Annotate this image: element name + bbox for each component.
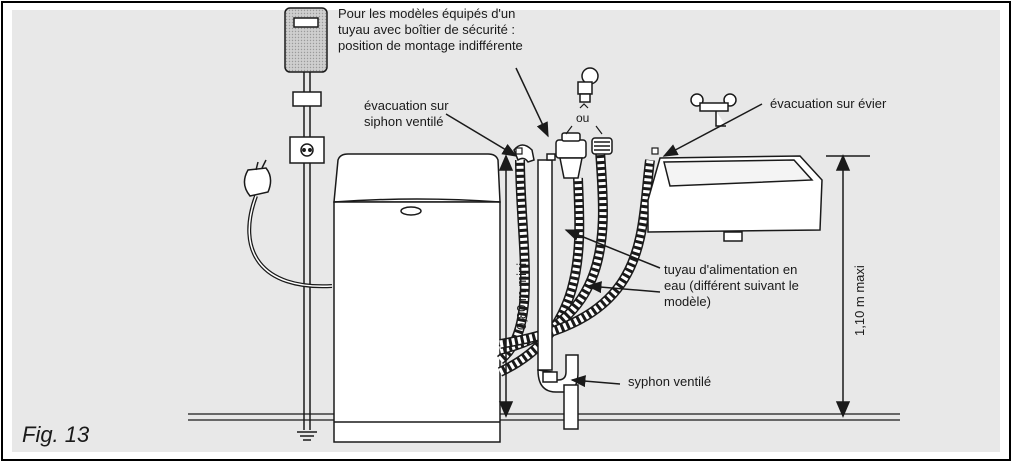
safety-box: [555, 132, 587, 179]
safety-box-note-line-3: position de montage indifférente: [338, 38, 523, 53]
water-supply-hose-line-2: eau (différent suivant le: [664, 278, 799, 293]
or-arrows: [565, 103, 603, 135]
vented-siphon-drain-line-2: siphon ventilé: [364, 114, 444, 129]
dim-max: [826, 154, 870, 418]
washing-machine: [333, 153, 501, 443]
ground-symbol: [297, 431, 317, 441]
sink-drain-label: évacuation sur évier: [770, 96, 887, 111]
water-supply-hose-line-3: modèle): [664, 294, 711, 309]
vented-siphon-drain-label: évacuation sur siphon ventilé: [364, 98, 449, 130]
tap-connector: [591, 137, 613, 155]
leader-lines: [445, 67, 763, 388]
water-supply-hose-label: tuyau d'alimentation en eau (différent s…: [664, 262, 799, 310]
safety-box-note-line-1: Pour les modèles équipés d'un: [338, 6, 516, 21]
floor-lines: [188, 413, 900, 421]
safety-box-note: Pour les modèles équipés d'un tuyau avec…: [338, 6, 523, 54]
supply-hose-1: [497, 177, 585, 377]
water-supply-hose-line-1: tuyau d'alimentation en: [664, 262, 798, 277]
sink-tap-icon: [690, 93, 737, 127]
vented-siphon-pipe: [513, 144, 579, 430]
safety-box-note-line-2: tuyau avec boîtier de sécurité :: [338, 22, 516, 37]
or-label: ou: [576, 111, 590, 125]
electric-pole: [289, 72, 325, 430]
vented-siphon-label: syphon ventilé: [628, 374, 712, 389]
max-height-label: 1,10 m maxi: [852, 265, 867, 336]
meter-box: [284, 7, 328, 73]
min-height-label: 0,80 m mini: [514, 262, 529, 330]
power-plug: [243, 159, 272, 197]
tap-icon: [577, 67, 599, 103]
sink: [647, 155, 823, 242]
vented-siphon-drain-line-1: évacuation sur: [364, 98, 449, 113]
figure-caption: Fig. 13: [22, 422, 90, 447]
dim-min: [498, 154, 514, 418]
